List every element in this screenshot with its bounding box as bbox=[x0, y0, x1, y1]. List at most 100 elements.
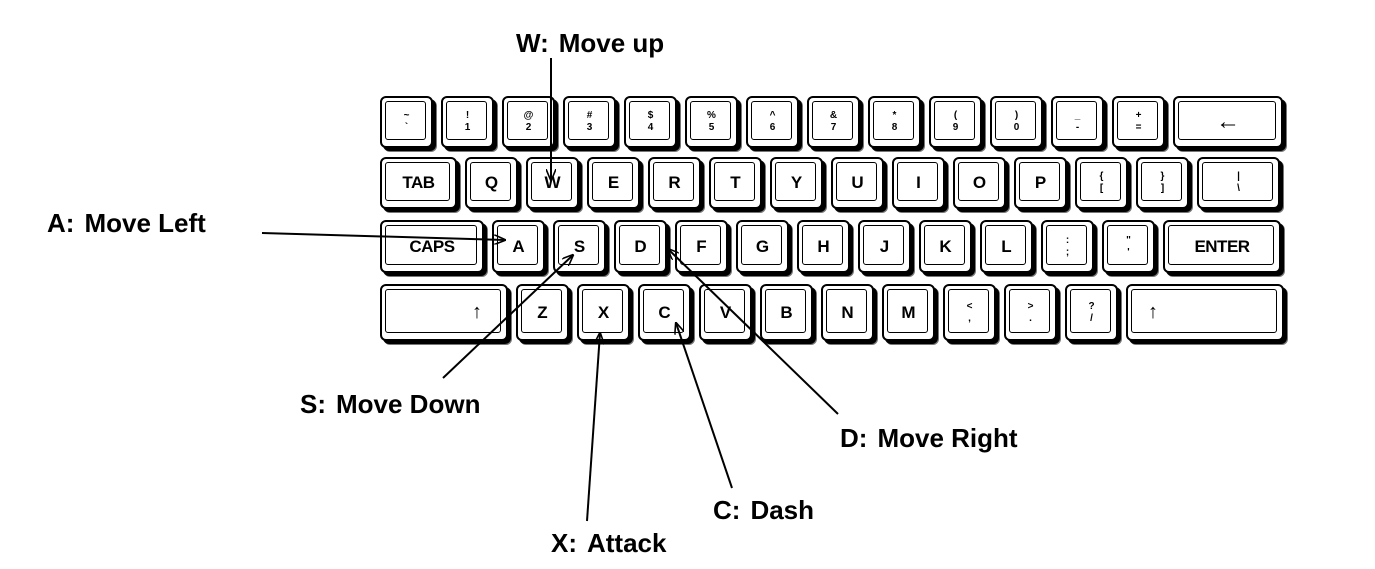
callout-d-key: D: bbox=[840, 423, 868, 453]
key-v[interactable]: V bbox=[699, 284, 752, 341]
callout-a: A: Move Left bbox=[47, 208, 206, 239]
callout-a-key: A: bbox=[47, 208, 75, 238]
key-e-label: E bbox=[607, 173, 620, 192]
callout-c-key: C: bbox=[713, 495, 741, 525]
key-j-label: J bbox=[879, 236, 890, 256]
key-2-shift-symbol: @ bbox=[523, 110, 534, 121]
key-tab[interactable]: TAB bbox=[380, 157, 457, 209]
key-7[interactable]: &7 bbox=[807, 96, 860, 148]
key-caps[interactable]: CAPS bbox=[380, 220, 484, 273]
key-6-symbol: 6 bbox=[769, 122, 776, 133]
key-k-label: K bbox=[939, 236, 952, 256]
key-n-label: N bbox=[841, 302, 854, 322]
key-i[interactable]: I bbox=[892, 157, 945, 209]
key-u-label: U bbox=[851, 173, 864, 192]
key-4-symbol: 4 bbox=[647, 122, 654, 133]
key-p-label: P bbox=[1034, 173, 1047, 192]
key-y-label: Y bbox=[790, 173, 803, 192]
key-c[interactable]: C bbox=[638, 284, 691, 341]
key-a-label: A bbox=[512, 236, 525, 256]
key-equals-shift-symbol: + bbox=[1135, 110, 1142, 121]
key-d-label: D bbox=[634, 236, 647, 256]
callout-w: W:Move up bbox=[516, 28, 664, 59]
key-j[interactable]: J bbox=[858, 220, 911, 273]
callout-s: S:Move Down bbox=[300, 389, 480, 420]
callout-x-action: Attack bbox=[587, 528, 667, 558]
key-rbracket-shift-symbol: } bbox=[1160, 171, 1165, 182]
callout-x-key: X: bbox=[551, 528, 577, 558]
key-k[interactable]: K bbox=[919, 220, 972, 273]
callout-d: D: Move Right bbox=[840, 423, 1018, 454]
key-9-symbol: 9 bbox=[952, 122, 959, 133]
key-9[interactable]: (9 bbox=[929, 96, 982, 148]
arrow-s bbox=[442, 255, 573, 379]
key-5-shift-symbol: % bbox=[707, 110, 716, 121]
key-b[interactable]: B bbox=[760, 284, 813, 341]
key-lshift-arrow-icon: ↑ bbox=[472, 301, 482, 323]
key-o[interactable]: O bbox=[953, 157, 1006, 209]
key-9-shift-symbol: ( bbox=[953, 110, 958, 121]
callout-d-action: Move Right bbox=[877, 423, 1018, 453]
key-0-shift-symbol: ) bbox=[1014, 110, 1019, 121]
key-t-label: T bbox=[730, 173, 741, 192]
key-period-symbol: . bbox=[1029, 312, 1032, 324]
key-h[interactable]: H bbox=[797, 220, 850, 273]
key-5[interactable]: %5 bbox=[685, 96, 738, 148]
key-backslash-shift-symbol: | bbox=[1237, 171, 1240, 182]
callout-w-key: W: bbox=[516, 28, 549, 58]
key-quote-symbol: ' bbox=[1127, 246, 1130, 258]
key-tilde-shift-symbol: ~ bbox=[403, 110, 410, 121]
key-m-label: M bbox=[901, 302, 916, 322]
key-tilde-symbol: ` bbox=[404, 122, 409, 133]
key-semicolon[interactable]: :; bbox=[1041, 220, 1094, 273]
key-tab-label: TAB bbox=[402, 173, 435, 192]
key-comma-symbol: , bbox=[968, 312, 971, 324]
key-lbracket-symbol: [ bbox=[1099, 183, 1104, 194]
key-enter-label: ENTER bbox=[1194, 236, 1250, 256]
arrow-a bbox=[261, 232, 505, 240]
key-g[interactable]: G bbox=[736, 220, 789, 273]
key-g-label: G bbox=[755, 236, 770, 256]
key-x-label: X bbox=[597, 302, 610, 322]
key-3-shift-symbol: # bbox=[586, 110, 593, 121]
key-v-label: V bbox=[719, 302, 732, 322]
key-caps-label: CAPS bbox=[409, 236, 455, 256]
key-l-label: L bbox=[1001, 236, 1012, 256]
key-lbracket-shift-symbol: { bbox=[1099, 171, 1104, 182]
key-slash-shift-symbol: ? bbox=[1088, 300, 1095, 312]
callout-a-action: Move Left bbox=[84, 208, 206, 238]
key-d[interactable]: D bbox=[614, 220, 667, 273]
key-backspace-arrow-icon: ← bbox=[1216, 108, 1240, 135]
key-1-shift-symbol: ! bbox=[465, 110, 470, 121]
key-8-symbol: 8 bbox=[891, 122, 898, 133]
key-4-shift-symbol: $ bbox=[647, 110, 654, 121]
key-minus-symbol: - bbox=[1075, 122, 1080, 133]
key-lbracket[interactable]: {[ bbox=[1075, 157, 1128, 209]
key-6[interactable]: ^6 bbox=[746, 96, 799, 148]
arrow-d bbox=[668, 249, 839, 415]
key-z-label: Z bbox=[537, 302, 548, 322]
key-8-shift-symbol: * bbox=[892, 110, 897, 121]
key-n[interactable]: N bbox=[821, 284, 874, 341]
key-e[interactable]: E bbox=[587, 157, 640, 209]
key-7-shift-symbol: & bbox=[829, 110, 838, 121]
key-comma-shift-symbol: < bbox=[966, 300, 973, 312]
key-rbracket[interactable]: }] bbox=[1136, 157, 1189, 209]
key-backslash-symbol: \ bbox=[1237, 183, 1240, 194]
key-period[interactable]: >. bbox=[1004, 284, 1057, 341]
key-h-label: H bbox=[817, 236, 830, 256]
key-2-symbol: 2 bbox=[525, 122, 532, 133]
key-o-label: O bbox=[972, 173, 987, 192]
key-0-symbol: 0 bbox=[1013, 122, 1020, 133]
key-equals-symbol: = bbox=[1135, 122, 1142, 133]
key-equals[interactable]: += bbox=[1112, 96, 1165, 148]
key-b-label: B bbox=[780, 302, 793, 322]
key-period-shift-symbol: > bbox=[1027, 300, 1034, 312]
key-semicolon-shift-symbol: : bbox=[1065, 234, 1070, 246]
callout-c: C:Dash bbox=[713, 495, 814, 526]
callout-x: X: Attack bbox=[551, 528, 666, 559]
key-c-label: C bbox=[658, 302, 671, 322]
key-quote[interactable]: "' bbox=[1102, 220, 1155, 273]
